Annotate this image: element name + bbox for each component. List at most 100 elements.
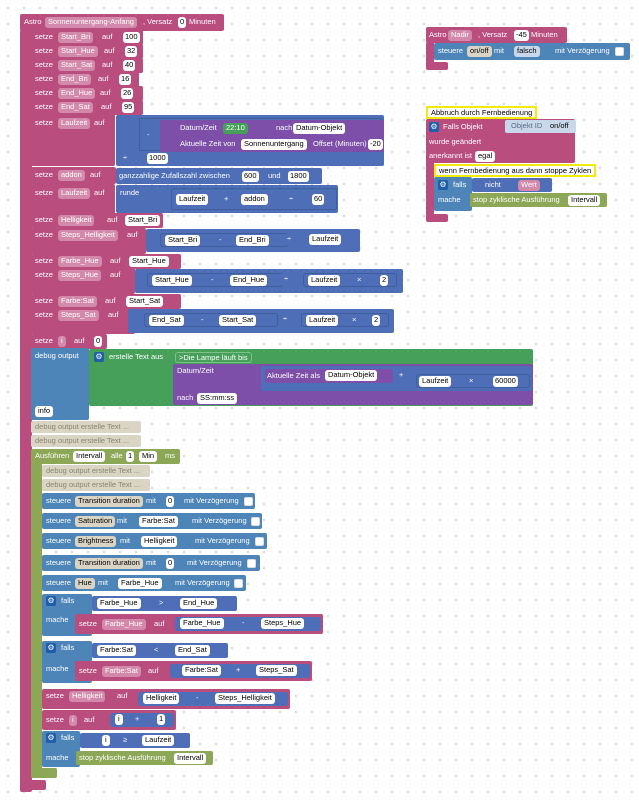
nadir-control[interactable]: steuere on/off mit falsch mit Verzögerun… — [434, 43, 630, 60]
delay-value[interactable]: 0 — [166, 558, 175, 569]
set-start-sat[interactable]: setze Start_Sat auf 40 — [31, 58, 143, 73]
control-saturation[interactable]: steuere Saturation mit Farbe:Sat mit Ver… — [42, 513, 262, 529]
var-farbe-sat[interactable]: Farbe:Sat — [139, 516, 178, 527]
disabled-debug-2[interactable]: debug output erstelle Text ... — [31, 435, 141, 447]
disabled-debug-3[interactable]: debug output erstelle Text ... — [42, 465, 150, 477]
delay-checkbox[interactable] — [251, 517, 260, 526]
objekt-id-field[interactable]: Objekt ID on/off — [505, 120, 576, 133]
set-end-hue[interactable]: setze End_Hue auf 26 — [31, 86, 143, 101]
saturation-dropdown[interactable]: Saturation — [75, 516, 116, 527]
var-laufzeit[interactable]: Laufzeit — [58, 188, 91, 199]
hue-dropdown[interactable]: Hue — [75, 578, 95, 589]
var-start-hue[interactable]: Start_Hue — [129, 256, 169, 267]
var-steps-helligkeit[interactable]: Steps_Helligkeit — [215, 693, 275, 704]
datum-objekt-dropdown[interactable]: Datum-Objekt — [293, 123, 346, 134]
math-div-steps-hue[interactable]: Start_Hue - End_Hue ÷ Laufzeit × 2 — [135, 269, 403, 293]
gear-icon[interactable]: ⚙ — [46, 643, 56, 653]
div-op[interactable]: ÷ — [284, 234, 295, 245]
remote-stop-interval[interactable]: stop zyklische Ausführung Intervall — [470, 193, 607, 207]
var-end-hue[interactable]: End_Hue — [58, 88, 96, 99]
rand-min-value[interactable]: 600 — [242, 171, 259, 182]
var-farbe-hue[interactable]: Farbe_Hue — [102, 619, 146, 630]
wert-field[interactable]: Wert — [518, 180, 540, 191]
var-start-sat[interactable]: Start_Sat — [126, 296, 164, 307]
compare-i[interactable]: i ≥ Laufzeit — [80, 733, 190, 748]
var-farbe-hue[interactable]: Farbe_Hue — [58, 256, 102, 267]
control-hue[interactable]: steuere Hue mit Farbe_Hue mit Verzögerun… — [42, 575, 246, 591]
var-steps-sat[interactable]: Steps_Sat — [58, 310, 99, 321]
var-steps-hue[interactable]: Steps_Hue — [261, 618, 305, 629]
var-start-sat[interactable]: Start_Sat — [219, 315, 257, 326]
var-helligkeit[interactable]: Helligkeit — [58, 215, 95, 226]
var-helligkeit[interactable]: Helligkeit — [143, 693, 180, 704]
math-minus-hue[interactable]: Start_Hue - End_Hue — [147, 273, 283, 287]
aktuelle-zeit-als-block[interactable]: Aktuelle Zeit als Datum-Objekt — [265, 369, 393, 383]
plus-op[interactable]: + — [396, 370, 407, 381]
nadir-offset-field[interactable]: -45 — [514, 30, 529, 41]
var-steps-hue[interactable]: Steps_Hue — [58, 270, 102, 281]
set-farbe-hue-minus[interactable]: setze Farbe_Hue auf Farbe_Hue - Steps_Hu… — [75, 614, 323, 634]
random-int-block[interactable]: ganzzahlige Zufallszahl zwischen 600 und… — [116, 168, 322, 184]
datum-objekt-dropdown[interactable]: Datum-Objekt — [325, 370, 378, 381]
offset-value[interactable]: -20 — [368, 139, 383, 150]
math-div-addon[interactable]: Laufzeit + addon ÷ 60 — [171, 188, 337, 210]
stop-interval-block[interactable]: stop zyklische Ausführung Intervall — [76, 751, 213, 765]
delay-checkbox[interactable] — [244, 497, 253, 506]
minus-op[interactable]: - — [216, 235, 225, 246]
end-bri-value[interactable]: 16 — [119, 74, 132, 85]
math-minus-bri-step[interactable]: Helligkeit - Steps_Helligkeit — [138, 692, 288, 706]
aktuelle-zeit-block[interactable]: Aktuelle Zeit von Sonnenuntergang Offset… — [160, 136, 384, 152]
remote-comment[interactable]: Abbruch durch Fernbedienung — [426, 106, 538, 119]
mul-op[interactable]: × — [354, 275, 365, 286]
var-steps-helligkeit[interactable]: Steps_Helligkeit — [58, 230, 118, 241]
astro-event-dropdown[interactable]: Sonnenuntergang-Anfang — [45, 17, 137, 28]
end-sat-value[interactable]: 95 — [122, 102, 135, 113]
two-value[interactable]: 2 — [380, 275, 389, 286]
set-helligkeit[interactable]: setze Helligkeit auf Start_Bri — [31, 213, 163, 228]
set-farbe-sat[interactable]: setze Farbe:Sat auf Start_Sat — [31, 294, 181, 309]
div-op[interactable]: ÷ — [280, 314, 291, 325]
var-helligkeit[interactable]: Helligkeit — [69, 691, 106, 702]
var-farbe-hue[interactable]: Farbe_Hue — [97, 598, 141, 609]
var-end-sat[interactable]: End_Sat — [149, 315, 184, 326]
info-dropdown[interactable]: info — [35, 406, 54, 417]
control-transition-1[interactable]: steuere Transition duration mit 0 mit Ve… — [42, 493, 255, 509]
var-laufzeit[interactable]: Laufzeit — [419, 376, 452, 387]
var-addon[interactable]: addon — [241, 194, 268, 205]
interval-block-header[interactable]: Ausführen Intervall alle 1 Min ms — [31, 449, 180, 464]
set-helligkeit-minus[interactable]: setze Helligkeit auf Helligkeit - Steps_… — [42, 689, 290, 709]
delay-checkbox[interactable] — [255, 537, 264, 546]
control-brightness[interactable]: steuere Brightness mit Helligkeit mit Ve… — [42, 533, 267, 549]
delay-value[interactable]: 0 — [166, 496, 175, 507]
disabled-debug-1[interactable]: debug output erstelle Text ... — [31, 421, 141, 433]
var-start-sat[interactable]: Start_Sat — [58, 60, 96, 71]
interval-var-dropdown[interactable]: Intervall — [73, 451, 106, 462]
var-start-hue[interactable]: Start_Hue — [58, 46, 98, 57]
astro-trigger-block[interactable]: Astro Sonnenuntergang-Anfang , Versatz 0… — [20, 14, 224, 31]
disabled-debug-4[interactable]: debug output erstelle Text ... — [42, 479, 150, 491]
var-end-bri[interactable]: End_Bri — [236, 235, 269, 246]
var-i[interactable]: i — [58, 336, 66, 347]
date-format-dropdown[interactable]: SS:mm:ss — [197, 393, 238, 404]
ms-value[interactable]: 60000 — [493, 376, 518, 387]
round-block[interactable]: runde Laufzeit + addon ÷ 60 — [116, 185, 338, 213]
remote-comment-2[interactable]: wenn Fernbedienung aus dann stoppe Zykle… — [434, 164, 597, 177]
rand-max-value[interactable]: 1800 — [288, 171, 309, 182]
math-minus-sat[interactable]: End_Sat - Start_Sat — [144, 313, 278, 327]
var-start-hue[interactable]: Start_Hue — [152, 275, 192, 286]
gear-icon[interactable]: ⚙ — [429, 122, 439, 132]
nadir-event-dropdown[interactable]: Nadir — [448, 30, 472, 41]
remote-if-block[interactable]: ⚙ falls mache — [434, 177, 472, 211]
min-dropdown[interactable]: Min — [139, 451, 158, 462]
math-minus-inner[interactable]: - Datum/Zeit 22:10 nach Datum-Objekt Akt… — [139, 118, 384, 152]
math-plus-now[interactable]: Aktuelle Zeit als Datum-Objekt + Laufzei… — [261, 366, 532, 391]
set-laufzeit[interactable]: setze Laufzeit auf — [31, 114, 115, 166]
interval-var-dropdown[interactable]: Intervall — [568, 195, 601, 206]
minus-op[interactable]: - — [193, 693, 202, 704]
gear-icon[interactable]: ⚙ — [438, 180, 448, 190]
set-steps-sat[interactable]: setze Steps_Sat auf — [31, 308, 135, 334]
compare-hue[interactable]: Farbe_Hue > End_Hue — [92, 596, 237, 611]
start-sat-value[interactable]: 40 — [123, 60, 136, 71]
control-transition-2[interactable]: steuere Transition duration mit 0 mit Ve… — [42, 555, 260, 571]
var-start-bri[interactable]: Start_Bri — [125, 215, 161, 226]
